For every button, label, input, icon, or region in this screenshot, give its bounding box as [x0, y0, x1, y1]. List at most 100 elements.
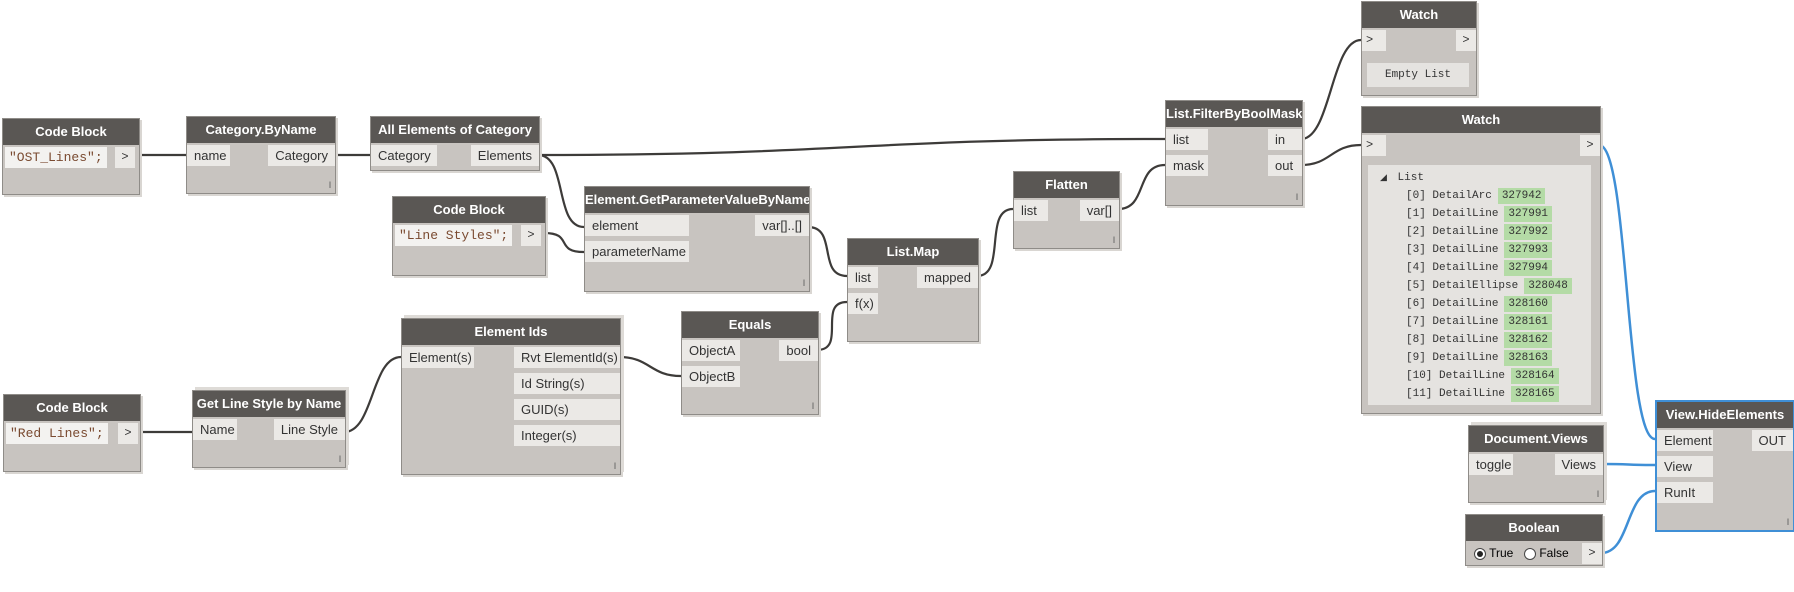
item-index: [1]: [1406, 208, 1433, 220]
element-ids-node[interactable]: Element Ids Element(s) Rvt ElementId(s) …: [401, 318, 621, 475]
lacing-indicator[interactable]: l: [803, 278, 805, 288]
get-parameter-value-node[interactable]: Element.GetParameterValueByName element …: [584, 186, 810, 292]
equals-node[interactable]: Equals ObjectA ObjectB bool l: [681, 311, 819, 415]
output-port-rvt-element-id[interactable]: Rvt ElementId(s): [514, 347, 620, 368]
output-port-mapped[interactable]: mapped: [917, 267, 978, 288]
boolean-false-option[interactable]: False: [1524, 543, 1569, 564]
input-port[interactable]: >: [1362, 135, 1386, 156]
input-port-mask[interactable]: mask: [1166, 155, 1208, 176]
code-input[interactable]: "Red Lines";: [6, 423, 108, 444]
wire-filter-out-to-watch[interactable]: [1300, 143, 1362, 167]
radio-selected-icon[interactable]: [1474, 547, 1486, 560]
category-byname-node[interactable]: Category.ByName name Category l: [186, 116, 336, 194]
output-port[interactable]: >: [1582, 543, 1602, 564]
lacing-indicator[interactable]: l: [1113, 235, 1115, 245]
input-port-list[interactable]: list: [1014, 200, 1048, 221]
output-port[interactable]: >: [521, 225, 541, 246]
output-port-out[interactable]: out: [1268, 155, 1302, 176]
flatten-node[interactable]: Flatten list var[] l: [1013, 171, 1120, 249]
wire-views-to-hide-elements[interactable]: [1601, 462, 1656, 467]
input-port-element[interactable]: element: [585, 215, 689, 236]
code-block-node-ost-lines[interactable]: Code Block "OST_Lines"; >: [2, 118, 140, 195]
output-port-out[interactable]: OUT: [1751, 430, 1793, 451]
wire-line-styles-to-param-name[interactable]: [543, 231, 585, 254]
input-port-fx[interactable]: f(x): [848, 293, 878, 314]
input-port-object-a[interactable]: ObjectA: [682, 340, 740, 361]
item-name: DetailLine: [1432, 226, 1499, 238]
lacing-indicator[interactable]: l: [1597, 489, 1599, 499]
lacing-indicator[interactable]: l: [339, 454, 341, 464]
item-index: [5]: [1406, 280, 1433, 292]
wire-elements-to-filter-list[interactable]: [537, 137, 1166, 157]
wire-boolean-to-runit[interactable]: [1600, 489, 1656, 555]
output-port-integer[interactable]: Integer(s): [514, 425, 620, 446]
item-name: DetailEllipse: [1432, 280, 1519, 292]
document-views-node[interactable]: Document.Views toggle Views l: [1468, 425, 1604, 503]
list-filter-by-bool-mask-node[interactable]: List.FilterByBoolMask list mask in out l: [1165, 100, 1303, 206]
output-port-line-style[interactable]: Line Style: [273, 419, 345, 440]
code-input[interactable]: "OST_Lines";: [5, 147, 107, 168]
wire-watch-to-hide-elements[interactable]: [1598, 143, 1656, 441]
output-port-in[interactable]: in: [1268, 129, 1302, 150]
input-port-elements[interactable]: Element(s): [402, 347, 474, 368]
input-port-name[interactable]: Name: [193, 419, 237, 440]
collapse-triangle-icon[interactable]: ◢: [1380, 173, 1387, 183]
node-title: List.FilterByBoolMask: [1166, 101, 1302, 127]
output-port-category[interactable]: Category: [268, 145, 335, 166]
boolean-true-option[interactable]: True: [1474, 543, 1513, 564]
list-header[interactable]: ◢ List: [1380, 170, 1424, 186]
wire-element-ids-to-equals[interactable]: [618, 355, 682, 378]
all-elements-of-category-node[interactable]: All Elements of Category Category Elemen…: [370, 116, 540, 171]
lacing-indicator[interactable]: l: [329, 180, 331, 190]
input-port-category[interactable]: Category: [371, 145, 437, 166]
lacing-indicator[interactable]: l: [1296, 192, 1298, 202]
output-port[interactable]: >: [118, 423, 138, 444]
input-port[interactable]: >: [1362, 30, 1386, 51]
output-port-views[interactable]: Views: [1554, 454, 1603, 475]
input-port-runit[interactable]: RunIt: [1657, 482, 1713, 503]
wire-flatten-to-filter-mask[interactable]: [1117, 163, 1166, 211]
input-port-list[interactable]: list: [848, 267, 878, 288]
output-port-id-string[interactable]: Id String(s): [514, 373, 620, 394]
lacing-indicator[interactable]: l: [614, 461, 616, 471]
code-input[interactable]: "Line Styles";: [395, 225, 513, 246]
boolean-node[interactable]: Boolean True False >: [1465, 514, 1603, 566]
output-port-var[interactable]: var[]: [1079, 200, 1119, 221]
input-port-toggle[interactable]: toggle: [1469, 454, 1513, 475]
view-hide-elements-node[interactable]: View.HideElements Element View RunIt OUT…: [1655, 400, 1794, 532]
output-port[interactable]: >: [115, 147, 135, 168]
output-port[interactable]: >: [1580, 135, 1600, 156]
output-port-guid[interactable]: GUID(s): [514, 399, 620, 420]
code-block-node-line-styles[interactable]: Code Block "Line Styles"; >: [392, 196, 546, 276]
input-port-element[interactable]: Element: [1657, 430, 1713, 451]
output-port[interactable]: >: [1456, 30, 1476, 51]
radio-unselected-icon[interactable]: [1524, 547, 1536, 560]
output-port-bool[interactable]: bool: [779, 340, 818, 361]
wire-filter-in-to-watch[interactable]: [1300, 38, 1362, 141]
get-line-style-by-name-node[interactable]: Get Line Style by Name Name Line Style l: [192, 390, 346, 468]
input-port-parameter-name[interactable]: parameterName: [585, 241, 689, 262]
code-block-node-red-lines[interactable]: Code Block "Red Lines"; >: [3, 394, 141, 472]
empty-list-text: Empty List: [1384, 69, 1451, 81]
wire-list-map-to-flatten[interactable]: [976, 207, 1014, 278]
element-id-badge: 327994: [1504, 260, 1553, 276]
wire-param-to-list-map[interactable]: [807, 225, 848, 278]
input-port-object-b[interactable]: ObjectB: [682, 366, 740, 387]
output-port-elements[interactable]: Elements: [470, 145, 539, 166]
node-title: Boolean: [1466, 515, 1602, 541]
input-port-name[interactable]: name: [187, 145, 230, 166]
watch-node-in[interactable]: Watch > > Empty List: [1361, 1, 1477, 96]
output-port-var[interactable]: var[]..[]: [755, 215, 809, 236]
lacing-indicator[interactable]: l: [812, 401, 814, 411]
wire-equals-to-list-map-fx[interactable]: [816, 300, 848, 352]
wire-line-style-to-element-ids[interactable]: [343, 355, 402, 434]
item-index: [3]: [1406, 244, 1433, 256]
input-port-view[interactable]: View: [1657, 456, 1713, 477]
item-name: DetailArc: [1432, 190, 1492, 202]
lacing-indicator[interactable]: l: [1787, 517, 1789, 527]
input-port-list[interactable]: list: [1166, 129, 1208, 150]
list-map-node[interactable]: List.Map list f(x) mapped: [847, 238, 979, 342]
